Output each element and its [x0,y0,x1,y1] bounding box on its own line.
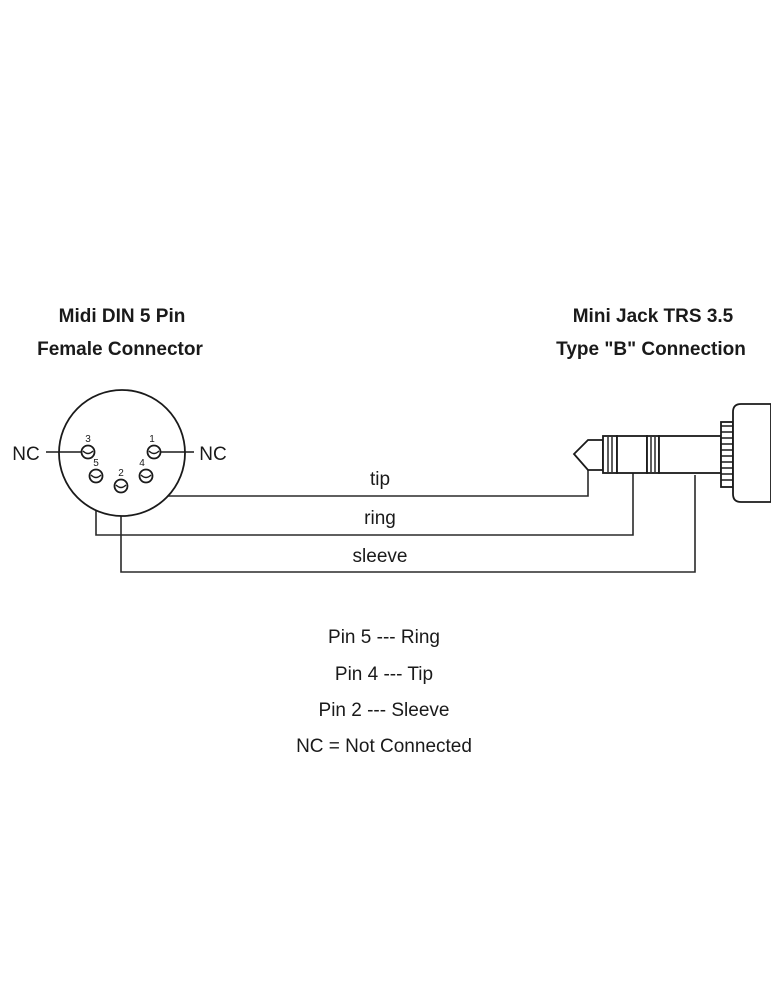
pin-number-3: 3 [85,434,91,445]
din-pin-4 [138,468,154,484]
pin-legend: Pin 5 --- Ring Pin 4 --- Tip Pin 2 --- S… [296,627,472,757]
wire-label-tip: tip [370,469,390,490]
din-pin-1 [146,444,162,460]
din-pin-5 [88,468,104,484]
pin-number-2: 2 [118,468,124,479]
din-title-line1: Midi DIN 5 Pin [59,306,186,327]
wire-tip [145,470,589,497]
din-title-line2: Female Connector [37,339,203,360]
wire-label-sleeve: sleeve [353,546,408,567]
mini-jack-plug [572,403,771,503]
wire-sleeve [120,475,696,573]
legend-line-nc: NC = Not Connected [296,736,472,757]
nc-label-right: NC [199,444,226,465]
jack-ring [616,435,648,474]
nc-label-left: NC [12,444,39,465]
jack-title-line2: Type "B" Connection [556,339,746,360]
jack-insulator-1 [602,435,618,474]
jack-tip [572,439,604,471]
pin-number-4: 4 [139,458,145,469]
din-body [58,389,186,517]
din-pin-3 [80,444,96,460]
legend-line-sleeve: Pin 2 --- Sleeve [319,700,450,721]
jack-title-line1: Mini Jack TRS 3.5 [573,306,734,327]
pin-number-1: 1 [149,434,155,445]
jack-insulator-2 [646,435,660,474]
din-connector: 3 1 5 4 2 [46,389,194,517]
legend-line-tip: Pin 4 --- Tip [335,664,433,685]
jack-sleeve [658,435,722,474]
din-pin-2 [113,478,129,494]
jack-handle [732,403,771,503]
legend-line-ring: Pin 5 --- Ring [328,627,440,648]
pin-number-5: 5 [93,458,99,469]
wire-label-ring: ring [364,508,396,529]
